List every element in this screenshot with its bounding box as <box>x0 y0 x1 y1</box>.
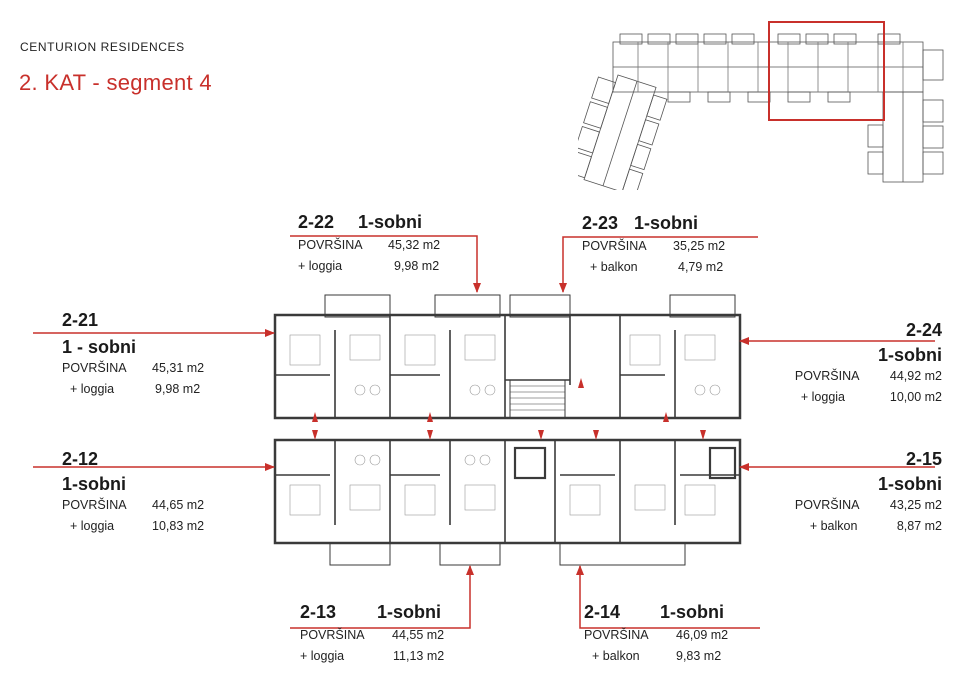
unit-code: 2-13 <box>300 602 337 622</box>
extra-label: + loggia <box>70 382 115 396</box>
area-label: POVRŠINA <box>794 498 860 512</box>
area-value: 45,32 m2 <box>388 238 441 252</box>
extra-label: + balkon <box>592 649 640 663</box>
extra-value: 10,83 m2 <box>152 519 205 533</box>
unit-code: 2-24 <box>905 320 942 340</box>
unit-code: 2-23 <box>582 213 619 233</box>
unit-code: 2-12 <box>62 449 99 469</box>
extra-label: + balkon <box>809 519 858 533</box>
unit-label-2-13: 2-13 1-sobni POVRŠINA 44,55 m2 + loggia 11,… <box>300 602 470 667</box>
unit-type: 1 - sobni <box>62 337 137 357</box>
area-value: 44,92 m2 <box>889 369 942 383</box>
extra-value: 10,00 m2 <box>889 390 942 404</box>
unit-code: 2-15 <box>905 449 942 469</box>
extra-value: 4,79 m2 <box>678 260 724 274</box>
unit-label-2-23: 2-23 1-sobni POVRŠINA 35,25 m2 + balkon 4,7… <box>582 213 742 278</box>
unit-type: 1-sobni <box>877 345 942 365</box>
extra-value: 9,98 m2 <box>155 382 201 396</box>
unit-label-2-14: 2-14 1-sobni POVRŠINA 46,09 m2 + balkon 9,8… <box>584 602 754 667</box>
area-value: 46,09 m2 <box>676 628 729 642</box>
extra-value: 8,87 m2 <box>896 519 942 533</box>
unit-type: 1-sobni <box>660 602 725 622</box>
area-value: 45,31 m2 <box>152 361 205 375</box>
extra-label: + loggia <box>800 390 846 404</box>
area-value: 44,55 m2 <box>392 628 445 642</box>
unit-code: 2-21 <box>62 310 99 330</box>
floor-title: 2. KAT - segment 4 <box>19 70 212 95</box>
area-label: POVRŠINA <box>62 361 127 375</box>
extra-label: + loggia <box>300 649 345 663</box>
unit-code: 2-14 <box>584 602 621 622</box>
unit-label-2-15: 2-15 1-sobni POVRŠINA 43,25 m2 + balkon 8,… <box>780 449 942 537</box>
area-value: 35,25 m2 <box>673 239 726 253</box>
extra-label: + balkon <box>590 260 638 274</box>
key-plan-highlight <box>768 21 885 121</box>
unit-type: 1-sobni <box>634 213 699 233</box>
unit-label-2-24: 2-24 1-sobni POVRŠINA 44,92 m2 + loggia 10… <box>780 320 942 408</box>
unit-code: 2-22 <box>298 212 335 232</box>
extra-label: + loggia <box>70 519 115 533</box>
area-label: POVRŠINA <box>584 628 649 642</box>
unit-label-2-12: 2-12 1-sobni POVRŠINA 44,65 m2 + loggia 10… <box>62 449 232 537</box>
brand-name: CENTURION RESIDENCES <box>20 40 185 54</box>
unit-type: 1-sobni <box>62 474 127 494</box>
area-value: 44,65 m2 <box>152 498 205 512</box>
extra-value: 9,98 m2 <box>394 259 440 273</box>
unit-type: 1-sobni <box>877 474 942 494</box>
extra-label: + loggia <box>298 259 343 273</box>
area-label: POVRŠINA <box>582 239 647 253</box>
area-label: POVRŠINA <box>298 238 363 252</box>
floor-plan <box>273 294 742 566</box>
extra-value: 11,13 m2 <box>393 649 445 663</box>
unit-type: 1-sobni <box>358 212 423 232</box>
unit-label-2-21: 2-21 1 - sobni POVRŠINA 45,31 m2 + loggia… <box>62 310 232 400</box>
area-label: POVRŠINA <box>794 369 860 383</box>
area-label: POVRŠINA <box>300 628 365 642</box>
key-plan <box>578 21 944 190</box>
unit-label-2-22: 2-22 1-sobni POVRŠINA 45,32 m2 + loggia 9,9… <box>298 212 458 277</box>
area-value: 43,25 m2 <box>889 498 942 512</box>
extra-value: 9,83 m2 <box>676 649 722 663</box>
area-label: POVRŠINA <box>62 498 127 512</box>
unit-type: 1-sobni <box>377 602 442 622</box>
